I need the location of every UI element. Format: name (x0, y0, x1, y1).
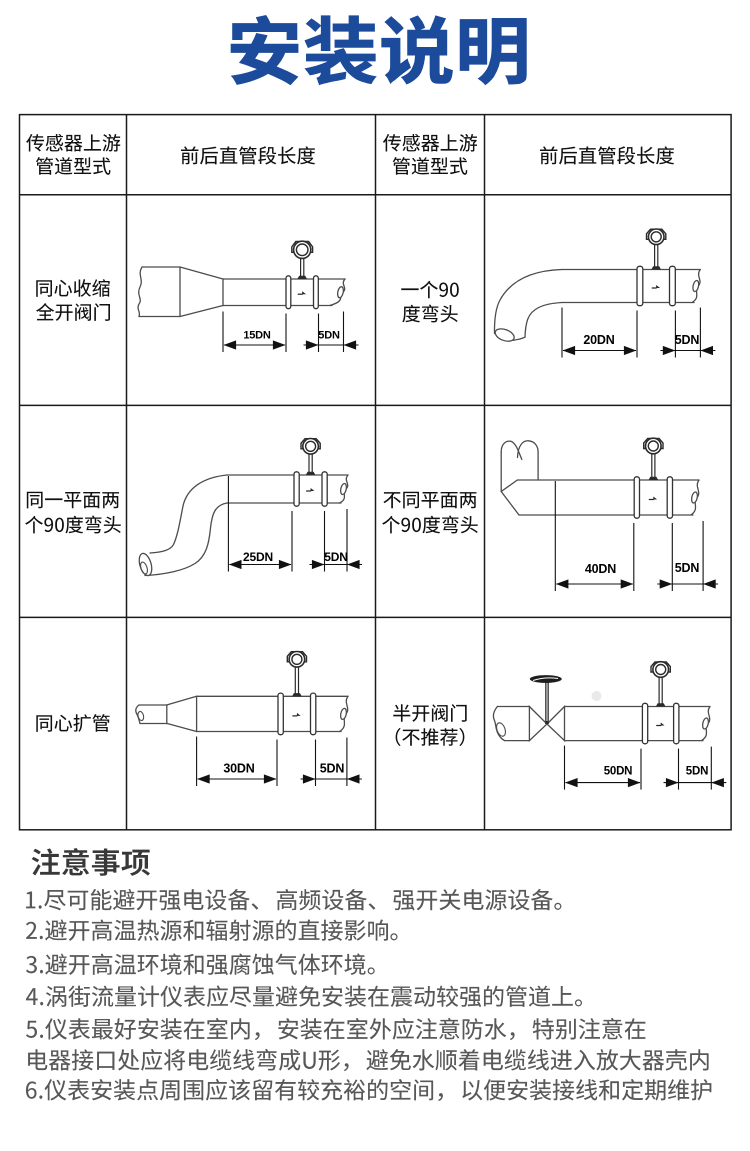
svg-text:5DN: 5DN (675, 561, 700, 575)
svg-text:5DN: 5DN (318, 330, 340, 342)
svg-text:5DN: 5DN (686, 766, 708, 778)
svg-text:15DN: 15DN (243, 330, 271, 342)
svg-text:5DN: 5DN (320, 762, 345, 776)
svg-text:5DN: 5DN (324, 550, 347, 564)
svg-text:20DN: 20DN (583, 333, 614, 347)
svg-text:50DN: 50DN (604, 766, 633, 778)
svg-text:30DN: 30DN (223, 762, 254, 776)
svg-text:40DN: 40DN (585, 562, 616, 576)
svg-text:25DN: 25DN (243, 550, 273, 564)
svg-text:5DN: 5DN (675, 333, 700, 347)
